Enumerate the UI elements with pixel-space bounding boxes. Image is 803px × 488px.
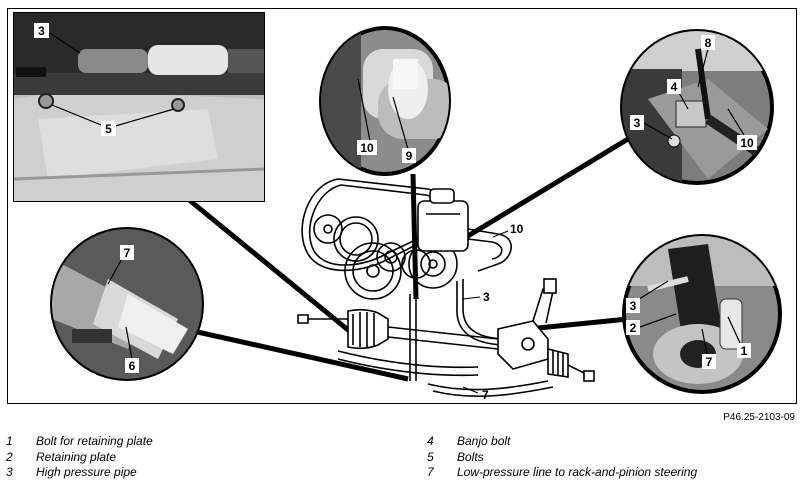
inset-circle-top: 10 9 [319, 26, 451, 176]
legend-item: 4 Banjo bolt [427, 434, 697, 450]
leader-lines [186, 136, 630, 382]
callout-label: 6 [129, 359, 136, 373]
legend-item: 3 High pressure pipe [6, 465, 153, 481]
callout-label: 10 [510, 222, 524, 236]
legend-number: 3 [6, 465, 13, 479]
inset-circle-right: 3 2 7 1 [622, 234, 782, 394]
callout-label: 9 [406, 149, 413, 163]
legend-number: 7 [427, 465, 434, 479]
callout-label: 2 [630, 321, 637, 335]
callout-label: 10 [740, 136, 754, 150]
main-callouts: 10 3 7 [462, 222, 524, 402]
legend-text: Low-pressure line to rack-and-pinion ste… [457, 465, 698, 479]
callout-label: 7 [482, 388, 489, 402]
legend-item: 2 Retaining plate [6, 450, 153, 466]
legend-text: Retaining plate [36, 449, 117, 464]
callout-label: 3 [630, 299, 637, 313]
diagram-svg: 3 5 10 9 [13, 12, 782, 402]
callout-label: 3 [38, 24, 45, 38]
callout-label: 5 [105, 122, 112, 136]
callout-label: 3 [483, 290, 490, 304]
callout-label: 7 [706, 355, 713, 369]
legend-item: 1 Bolt for retaining plate [6, 434, 153, 450]
callout-label: 7 [124, 246, 131, 260]
figure-reference: P46.25-2103-09 [723, 412, 795, 423]
callout-label: 8 [705, 36, 712, 50]
inset-circle-left: 7 6 [50, 227, 204, 381]
legend-item: 5 Bolts [427, 450, 697, 466]
main-assembly-drawing [297, 178, 595, 397]
inset-circle-topright: 8 4 3 10 [620, 29, 774, 185]
legend-number: 2 [6, 449, 13, 464]
callout-label: 4 [671, 80, 678, 94]
legend-right: 4 Banjo bolt 5 Bolts 7 Low-pressure line… [427, 434, 697, 481]
legend-item: 7 Low-pressure line to rack-and-pinion s… [427, 465, 697, 481]
inset-photo-topleft: 3 5 [13, 12, 265, 202]
legend-text: Bolt for retaining plate [36, 434, 153, 448]
callout-label: 1 [741, 344, 748, 358]
legend-number: 4 [427, 434, 434, 448]
diagram-figure: 3 5 10 9 [7, 8, 797, 404]
legend-number: 1 [6, 434, 13, 448]
legend-text: Bolts [457, 449, 484, 464]
legend-text: Banjo bolt [457, 434, 511, 448]
legend-left: 1 Bolt for retaining plate 2 Retaining p… [6, 434, 153, 481]
legend-text: High pressure pipe [36, 465, 137, 479]
legend-number: 5 [427, 449, 434, 464]
callout-label: 10 [360, 141, 374, 155]
callout-label: 3 [634, 116, 641, 130]
